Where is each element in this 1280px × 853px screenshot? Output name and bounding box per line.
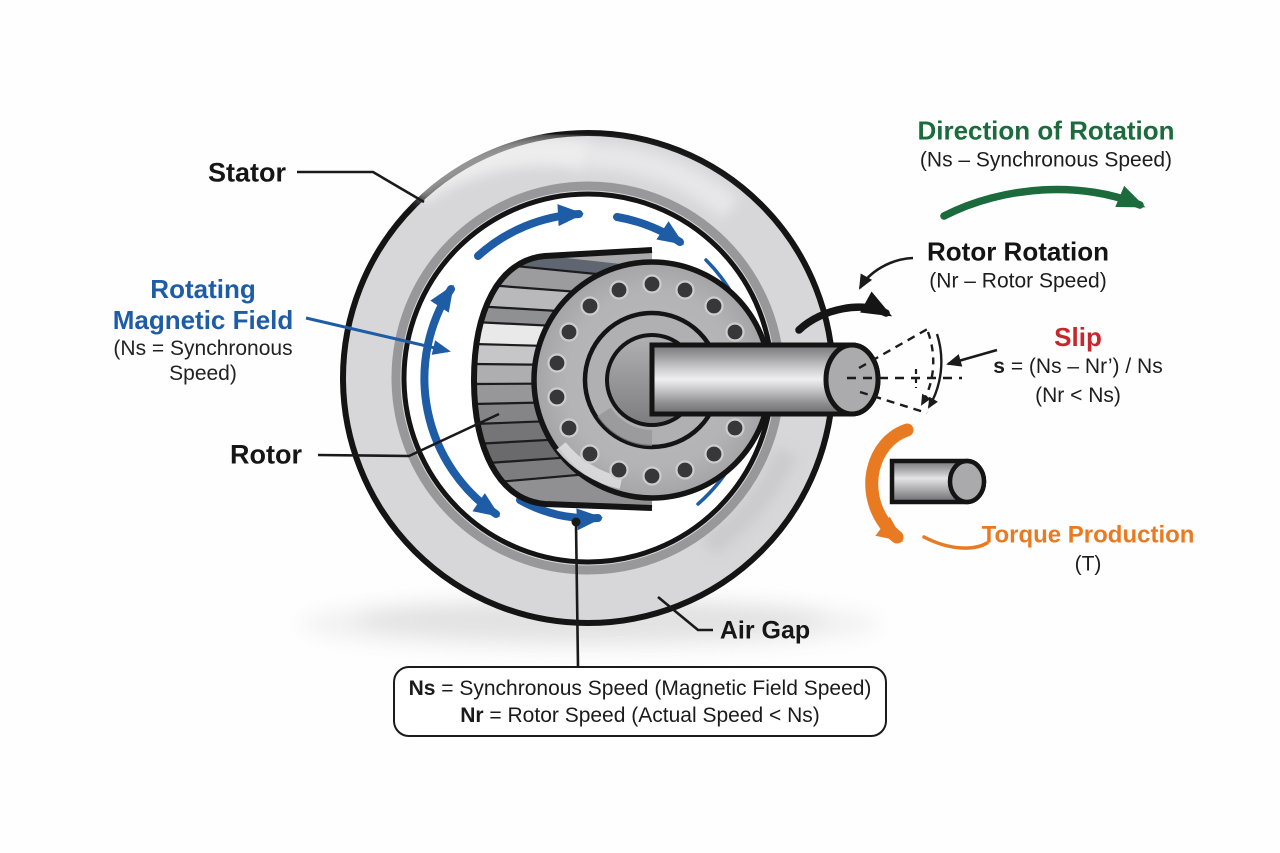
slip-formula: s = (Ns – Nr’) / Ns — [993, 352, 1162, 381]
rmf-title-line2: Magnetic Field — [112, 305, 294, 335]
rotating-magnetic-field-label: Rotating Magnetic Field (Ns = Synchronou… — [113, 274, 294, 386]
stator-leader — [297, 170, 425, 204]
slip-formula-rest: = (Ns – Nr’) / Ns — [1004, 355, 1163, 378]
torque-shaft — [889, 458, 987, 505]
rmf-sub-line1: (Ns = Synchronous — [113, 337, 293, 360]
slip-title: Slip — [1054, 322, 1102, 352]
rotor-rotation-sub: (Nr – Rotor Speed) — [929, 269, 1107, 293]
direction-of-rotation-arrow — [940, 185, 1146, 220]
legend-line1: Ns = Synchronous Speed (Magnetic Field S… — [409, 675, 872, 702]
rotor-label: Rotor — [230, 439, 302, 470]
rotor-leader — [317, 412, 500, 458]
direction-title: Direction of Rotation — [917, 115, 1175, 146]
rotor-rotation-label: Rotor Rotation (Nr – Rotor Speed) — [927, 237, 1109, 296]
legend-leader — [574, 523, 580, 667]
rmf-title-line1: Rotating — [150, 274, 256, 304]
legend-box: Ns = Synchronous Speed (Magnetic Field S… — [393, 666, 887, 737]
leader-lines — [297, 170, 998, 667]
rotor-rotation-arrow — [795, 291, 893, 334]
slip-leader — [946, 348, 998, 367]
legend-line1-rest: = Synchronous Speed (Magnetic Field Spee… — [435, 676, 872, 700]
torque-label: Torque Production (T) — [982, 522, 1195, 579]
air-gap-leader — [657, 595, 713, 632]
slip-angle-indicator — [847, 325, 962, 415]
torque-sub: (T) — [1074, 552, 1102, 576]
slip-formula-term: s — [993, 355, 1005, 378]
direction-of-rotation-label: Direction of Rotation (Ns – Synchronous … — [917, 116, 1174, 175]
stator-label: Stator — [207, 157, 287, 188]
slip-condition: (Nr < Ns) — [1035, 384, 1121, 407]
torque-arrow — [865, 423, 989, 550]
legend-line2: Nr = Rotor Speed (Actual Speed < Ns) — [460, 702, 820, 729]
slip-label: Slip s = (Ns – Nr’) / Ns (Nr < Ns) — [993, 322, 1162, 410]
direction-sub: (Ns – Synchronous Speed) — [919, 148, 1173, 172]
rotor-rotation-leader — [858, 256, 914, 290]
legend-line2-rest: = Rotor Speed (Actual Speed < Ns) — [483, 703, 820, 727]
legend-leader-dot — [571, 517, 581, 527]
torque-title: Torque Production — [981, 521, 1195, 549]
rotating-field-leader — [305, 316, 451, 355]
legend-line1-term: Ns — [408, 676, 436, 700]
rmf-sub-line2: Speed) — [169, 362, 237, 385]
rotor-shaft — [649, 342, 881, 417]
rotor-rotation-title: Rotor Rotation — [927, 236, 1109, 267]
legend-line2-term: Nr — [460, 703, 484, 727]
air-gap-label: Air Gap — [719, 616, 811, 645]
